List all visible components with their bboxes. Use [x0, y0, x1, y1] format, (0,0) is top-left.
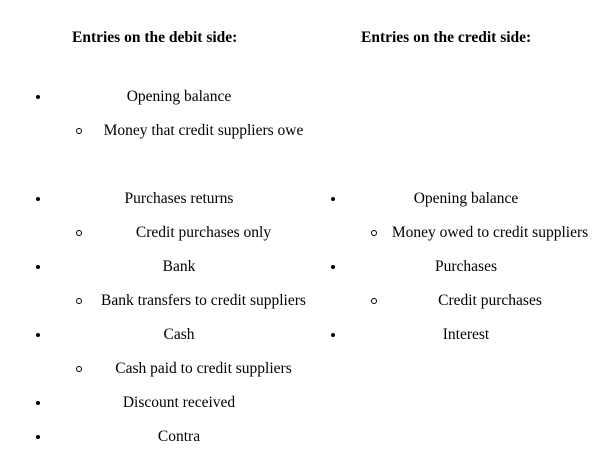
list-item: Opening balance — [320, 182, 604, 216]
list-item: Credit purchases — [320, 284, 604, 318]
disc-bullet-icon — [331, 318, 345, 352]
list-item-label: Cash paid to credit suppliers — [115, 360, 292, 377]
circle-bullet-icon — [371, 216, 385, 250]
list-item: Contra — [0, 420, 320, 454]
credit-side-column: Entries on the credit side: Opening bala… — [320, 0, 604, 470]
list-item-label: Credit purchases only — [135, 224, 272, 241]
disc-bullet-icon — [36, 80, 50, 114]
disc-bullet-icon — [331, 182, 345, 216]
disc-bullet-icon — [36, 318, 50, 352]
list-item-label: Discount received — [122, 394, 236, 411]
list-spacer-row — [0, 148, 320, 182]
list-item-label: Money owed to credit suppliers — [391, 224, 589, 241]
disc-bullet-icon — [331, 250, 345, 284]
list-item: Discount received — [0, 386, 320, 420]
list-item: Credit purchases only — [0, 216, 320, 250]
list-item-label: Purchases returns — [124, 190, 234, 207]
circle-bullet-icon — [76, 114, 90, 148]
list-item-label: Interest — [442, 326, 490, 343]
circle-bullet-icon — [371, 284, 385, 318]
list-item: Cash paid to credit suppliers — [0, 352, 320, 386]
disc-bullet-icon — [36, 420, 50, 454]
circle-bullet-icon — [76, 284, 90, 318]
debit-side-heading: Entries on the debit side: — [72, 29, 238, 46]
list-item: Interest — [320, 318, 604, 352]
list-item-label: Purchases — [435, 258, 497, 275]
list-item-label: Opening balance — [126, 88, 232, 105]
list-item: Purchases — [320, 250, 604, 284]
credit-side-heading: Entries on the credit side: — [361, 29, 532, 46]
list-item: Opening balance — [0, 80, 320, 114]
disc-bullet-icon — [36, 182, 50, 216]
disc-bullet-icon — [36, 386, 50, 420]
disc-bullet-icon — [36, 250, 50, 284]
list-item: Money owed to credit suppliers — [320, 216, 604, 250]
list-item: Money that credit suppliers owe — [0, 114, 320, 148]
list-item-label: Credit purchases — [438, 292, 542, 309]
list-item-label: Bank — [162, 258, 196, 275]
list-item: Bank — [0, 250, 320, 284]
circle-bullet-icon — [76, 216, 90, 250]
list-item-label: Bank transfers to credit suppliers — [101, 292, 306, 309]
circle-bullet-icon — [76, 352, 90, 386]
list-item-label: Contra — [157, 428, 201, 445]
list-item: Purchases returns — [0, 182, 320, 216]
list-item: Cash — [0, 318, 320, 352]
list-item: Bank transfers to credit suppliers — [0, 284, 320, 318]
list-item-label: Cash — [163, 326, 195, 343]
list-item-label: Opening balance — [413, 190, 519, 207]
debit-side-column: Entries on the debit side: Opening balan… — [0, 0, 320, 470]
list-item-label: Money that credit suppliers owe — [103, 122, 304, 139]
